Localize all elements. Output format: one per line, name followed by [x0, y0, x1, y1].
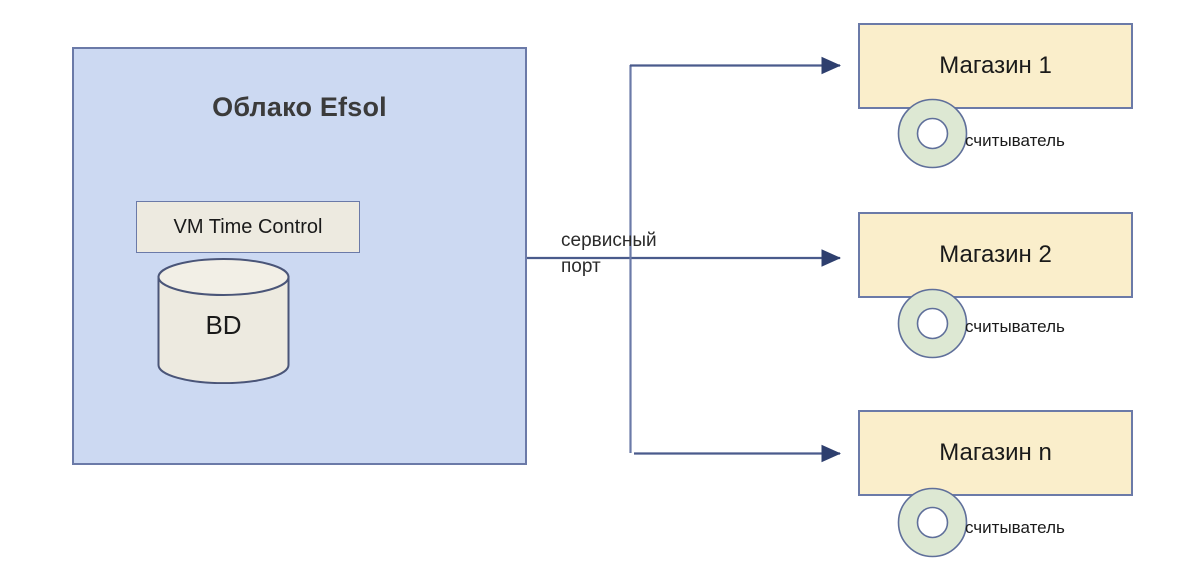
reader-label-3: считыватель — [965, 518, 1065, 537]
vm-time-control-node: VM Time Control — [136, 201, 360, 253]
cloud-container — [72, 47, 527, 465]
cloud-title: Облако Efsol — [212, 92, 387, 122]
reader-ring-icon-3 — [897, 487, 968, 558]
store-box-3: Магазин n — [858, 410, 1133, 496]
service-port-label: сервисный порт — [561, 230, 657, 277]
database-label: BD — [205, 310, 242, 340]
reader-label-2: считыватель — [965, 317, 1065, 336]
store-box-1: Магазин 1 — [858, 23, 1133, 109]
reader-ring-icon-1 — [897, 98, 968, 169]
database-cylinder-icon — [157, 258, 290, 384]
reader-label-1: считыватель — [965, 131, 1065, 150]
store-box-2: Магазин 2 — [858, 212, 1133, 298]
reader-ring-icon-2 — [897, 288, 968, 359]
